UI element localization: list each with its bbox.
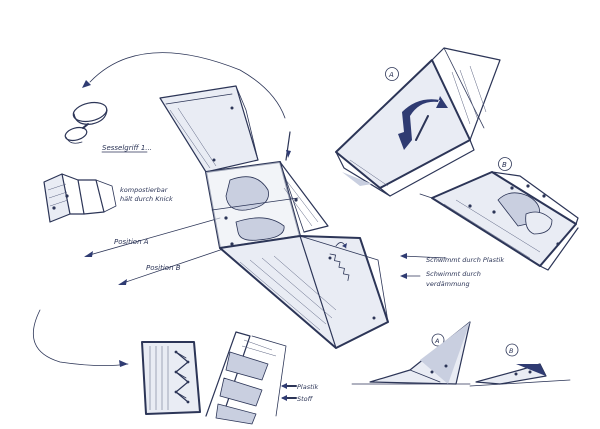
leader-position-a <box>85 217 221 257</box>
arrow-head-icon <box>281 395 287 401</box>
arrow-head-icon <box>281 383 287 389</box>
legend-plastic: Plastik <box>297 383 318 391</box>
small-sketch-b: B <box>469 343 571 387</box>
curve-arrow-top <box>89 52 286 119</box>
marker-b: B <box>502 161 507 169</box>
marker-a: A <box>388 71 394 79</box>
arrow-head-icon <box>82 80 91 88</box>
arrow-head-icon <box>119 360 128 367</box>
main-chair-sketch <box>159 85 389 349</box>
leader-position-b <box>119 245 233 285</box>
hinge-note-2: hält durch Knick <box>120 195 173 203</box>
arrow-head-icon <box>84 251 93 257</box>
cushion-sketch <box>64 101 108 144</box>
hinge-note-1: kompostierbar <box>120 186 169 194</box>
arrow-head-icon <box>118 279 127 285</box>
arrow-head-icon <box>400 253 407 259</box>
label-sesselgriff: Sesselgriff 1... <box>102 144 152 152</box>
label-position-a: Position A <box>114 238 149 246</box>
legend-fabric: Stoff <box>297 395 314 403</box>
marker-a-small: A <box>434 337 439 345</box>
sketch-b: B <box>419 157 579 271</box>
hinge-sketch <box>43 173 117 223</box>
float-note: Schwimmt durch Plastik <box>426 256 504 264</box>
marker-b-small: B <box>509 347 514 355</box>
rotate-arrow-icon <box>398 96 448 150</box>
float-note-2b: verdämmung <box>426 280 470 288</box>
arrow-head-icon <box>400 273 407 279</box>
float-note-2a: Schwimmt durch <box>426 270 481 278</box>
sketch-a: A <box>335 47 501 197</box>
label-position-b: Position B <box>146 264 181 272</box>
small-sketch-a: A <box>351 321 471 385</box>
curve-arrow-bottom <box>32 309 129 366</box>
lacing-detail-sketch <box>141 331 287 425</box>
